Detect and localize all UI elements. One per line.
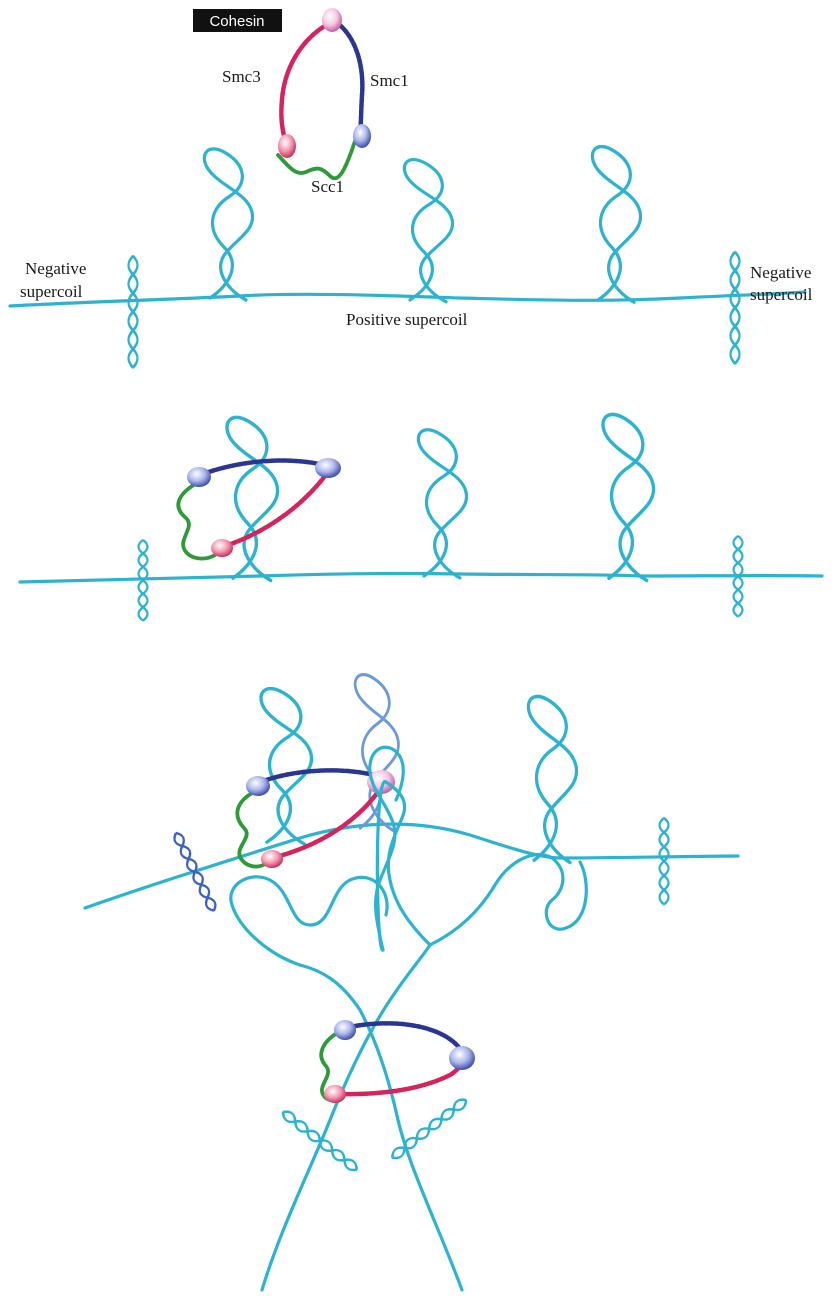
smc1-arm xyxy=(336,22,362,135)
smc3-arm xyxy=(281,24,328,145)
dna-loop-1a xyxy=(204,149,252,300)
smc1-head-icon xyxy=(334,1020,356,1040)
panel-3 xyxy=(85,675,738,913)
plectoneme-icon xyxy=(129,256,138,368)
dna-loop-3a xyxy=(261,689,312,845)
plectoneme-icon xyxy=(172,831,218,913)
plectoneme-icon xyxy=(660,818,669,904)
dna-loop-2c xyxy=(603,414,654,580)
cohesin-complex-2 xyxy=(178,458,341,559)
dna-loop-1c xyxy=(592,147,640,303)
smc1-head-icon xyxy=(187,467,211,487)
smc1-arm xyxy=(345,1023,462,1056)
hinge-icon xyxy=(449,1046,475,1070)
plectoneme-icon xyxy=(280,1108,359,1173)
negative-supercoil-label-left: Negative xyxy=(25,259,86,278)
cohesin-complex-4 xyxy=(321,1020,475,1103)
smc3-label: Smc3 xyxy=(222,67,261,86)
dna-loop-1b xyxy=(404,160,452,302)
scc1-label: Scc1 xyxy=(311,177,344,196)
panel-1: Cohesin Smc3 Smc1 Scc1 Negative supercoi… xyxy=(10,8,813,368)
plectoneme-icon xyxy=(731,252,740,364)
smc3-head-icon xyxy=(324,1085,346,1103)
positive-supercoil-label: Positive supercoil xyxy=(346,310,468,329)
hinge-icon xyxy=(315,458,341,478)
panel-2 xyxy=(20,414,822,620)
dna-loop-3c xyxy=(528,696,576,862)
dna-strand-4a xyxy=(262,945,430,1290)
dna-loop-4a xyxy=(231,877,387,965)
hinge-icon xyxy=(322,8,342,32)
negative-supercoil-label-right: supercoil xyxy=(750,285,813,304)
negative-supercoil-label-right: Negative xyxy=(750,263,811,282)
dna-loop-2b xyxy=(418,430,466,578)
smc1-head-icon xyxy=(353,124,371,148)
smc1-label: Smc1 xyxy=(370,71,409,90)
smc3-head-icon xyxy=(261,850,283,868)
smc3-head-icon xyxy=(278,134,296,158)
smc1-head-icon xyxy=(246,776,270,796)
cohesin-label: Cohesin xyxy=(209,13,264,30)
smc3-head-icon xyxy=(211,539,233,557)
dna-loop-2a xyxy=(227,417,278,580)
cohesin-complex-1 xyxy=(278,8,371,178)
dna-loop-4c xyxy=(430,854,586,945)
negative-supercoil-label-left: supercoil xyxy=(20,282,83,301)
